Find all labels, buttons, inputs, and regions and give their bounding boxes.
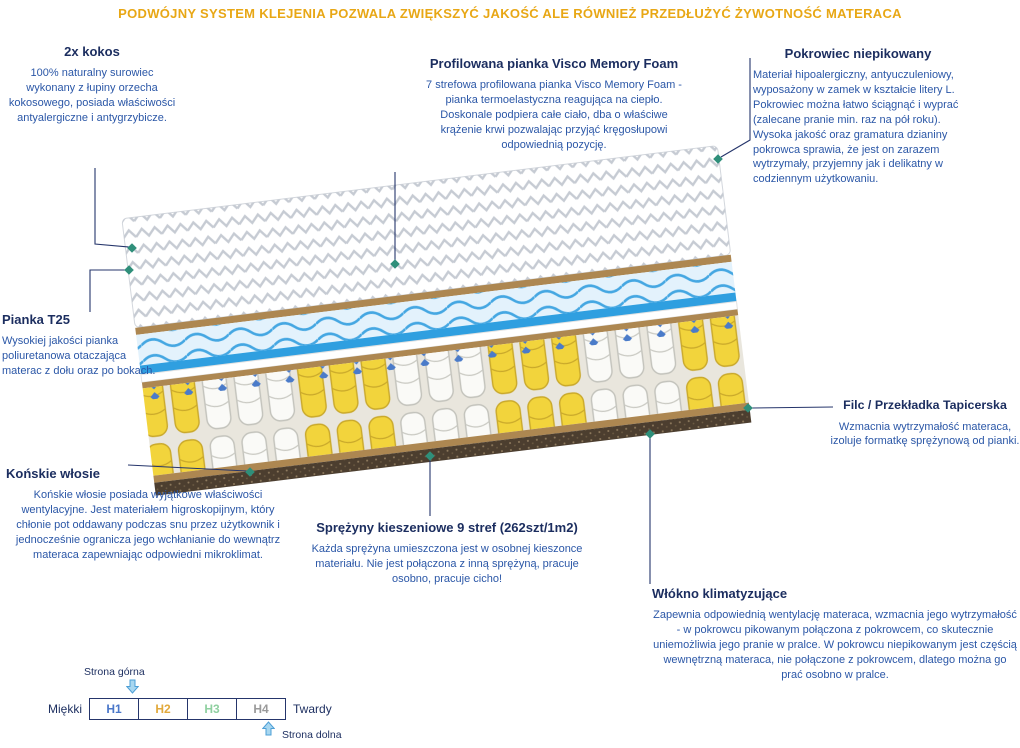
felt-layer <box>153 402 750 483</box>
annotation-title: Pianka T25 <box>2 312 70 327</box>
annotation-body: Wzmacnia wytrzymałość materaca, izoluje … <box>830 420 1020 448</box>
arrow-down-icon <box>126 679 139 694</box>
coir-layer <box>135 254 732 335</box>
annotation-body: 100% naturalny surowiec wykonany z łupin… <box>8 67 176 124</box>
annotation-wlokno: Włókno klimatyzujące Zapewnia odpowiedni… <box>652 586 1018 683</box>
top-banner: PODWÓJNY SYSTEM KLEJENIA POZWALA ZWIĘKSZ… <box>118 6 902 21</box>
annotation-title: Profilowana pianka Visco Memory Foam <box>429 56 679 71</box>
annotation-visco: Profilowana pianka Visco Memory Foam 7 s… <box>418 56 690 153</box>
base-layer <box>154 409 752 496</box>
annotation-body: Wysokiej jakości pianka poliuretanowa ot… <box>2 335 156 378</box>
annotation-body: Każda sprężyna umieszczona jest w osobne… <box>311 543 583 586</box>
annotation-body: Końskie włosie posiada wyjątkowe właściw… <box>15 489 281 561</box>
hardness-row: Miękki H1 H2 H3 H4 Twardy <box>48 698 332 720</box>
coir-layer-2 <box>141 309 739 389</box>
annotation-title: Sprężyny kieszeniowe 9 stref (262szt/1m2… <box>316 520 578 535</box>
annotation-title: Pokrowiec niepikowany <box>784 46 932 61</box>
annotation-filc: Filc / Przekładka Tapicerska Wzmacnia wy… <box>830 398 1020 449</box>
annotation-pianka: Pianka T25 Wysokiej jakości pianka poliu… <box>2 312 167 379</box>
hardness-level: H2 <box>138 699 187 719</box>
hardness-hard-label: Twardy <box>293 702 332 716</box>
annotation-title: 2x kokos <box>64 44 120 59</box>
annotation-title: Końskie włosie <box>6 466 100 481</box>
annotation-body: Materiał hipoalergiczny, antyuczuleniowy… <box>753 69 959 186</box>
hardness-bottom-label: Strona dolna <box>282 729 342 741</box>
annotation-kokos: 2x kokos 100% naturalny surowiec wykonan… <box>6 44 178 126</box>
mattress-illustration <box>121 145 752 496</box>
pocket-springs-layer <box>142 315 749 476</box>
visco-foam-layer <box>136 261 737 375</box>
arrow-up-icon <box>262 721 275 736</box>
hardness-scale: Strona górna Miękki H1 H2 H3 H4 Twardy S… <box>48 666 383 748</box>
annotation-pokrowiec: Pokrowiec niepikowany Materiał hipoalerg… <box>753 46 963 187</box>
annotation-title: Filc / Przekładka Tapicerska <box>843 398 1007 412</box>
hardness-top-label: Strona górna <box>84 666 145 678</box>
annotation-body: 7 strefowa profilowana pianka Visco Memo… <box>426 79 682 151</box>
hardness-soft-label: Miękki <box>48 702 83 716</box>
hardness-levels-box: H1 H2 H3 H4 <box>89 698 287 720</box>
annotation-sprezyny: Sprężyny kieszeniowe 9 stref (262szt/1m2… <box>298 520 596 587</box>
hardness-level: H4 <box>236 699 285 719</box>
annotation-wlosie: Końskie włosie Końskie włosie posiada wy… <box>6 466 290 563</box>
hardness-level: H3 <box>187 699 236 719</box>
annotation-body: Zapewnia odpowiednią wentylację materaca… <box>653 609 1017 681</box>
annotation-title: Włókno klimatyzujące <box>652 586 788 601</box>
hardness-level: H1 <box>106 702 122 716</box>
